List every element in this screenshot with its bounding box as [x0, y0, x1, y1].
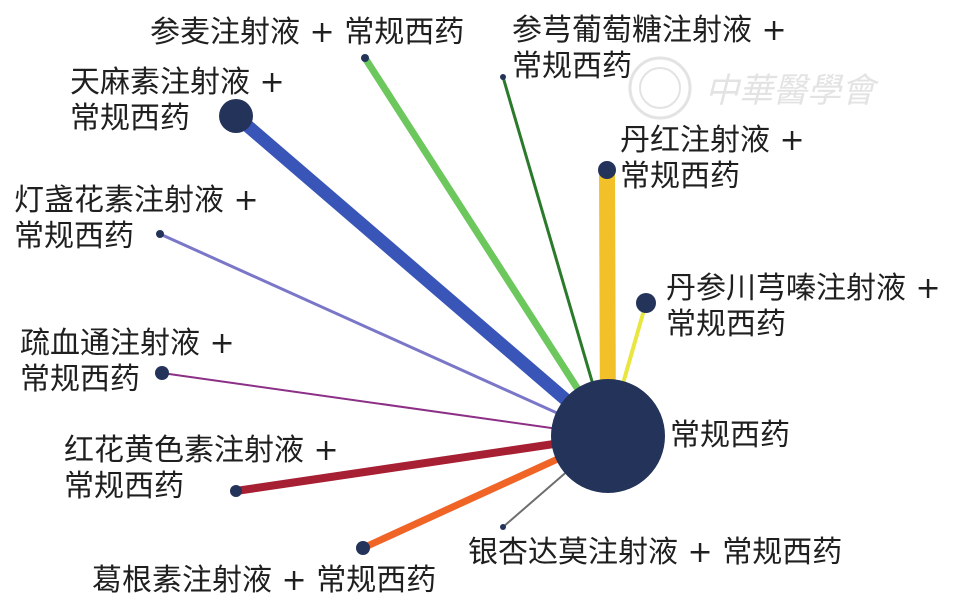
- watermark-seal-inner-icon: [639, 67, 681, 109]
- node-yinxing: [500, 524, 506, 530]
- label-tianma: 天麻素注射液 + 常规西药: [70, 65, 294, 136]
- label-danshen-line2: 常规西药: [666, 307, 786, 342]
- watermark-seal-icon: [628, 56, 692, 120]
- edge-shenmai: [362, 56, 611, 438]
- node-danshen: [636, 293, 656, 313]
- node-honghua: [230, 485, 242, 497]
- node-shenmai: [361, 54, 369, 62]
- label-honghua-line1: 红花黄色素注射液 +: [64, 433, 339, 468]
- node-danhong: [598, 161, 616, 179]
- node-dengzhan: [156, 230, 164, 238]
- label-dengzhan-line2: 常规西药: [14, 219, 134, 254]
- label-shuxuetong: 疏血通注射液 + 常规西药: [20, 326, 244, 397]
- label-danshen-line1: 丹参川芎嗪注射液 +: [666, 271, 941, 306]
- label-danhong: 丹红注射液 + 常规西药: [620, 123, 814, 194]
- node-group: [155, 54, 665, 555]
- label-shuxuetong-line2: 常规西药: [20, 362, 140, 397]
- label-yinxing: 银杏达莫注射液 + 常规西药: [468, 535, 842, 570]
- label-honghua-line2: 常规西药: [64, 469, 184, 504]
- label-tianma-line1: 天麻素注射液 +: [70, 65, 285, 100]
- label-gegen: 葛根素注射液 + 常规西药: [92, 563, 436, 598]
- edge-dengzhan: [159, 232, 609, 438]
- label-shenxiong-line2: 常规西药: [512, 49, 632, 84]
- edge-shenxiong: [501, 76, 610, 437]
- label-shenxiong: 参芎葡萄糖注射液 + 常规西药: [512, 13, 796, 84]
- label-group: 常规西药 天麻素注射液 + 常规西药 参麦注射液 + 常规西药 参芎葡萄糖注射液…: [14, 13, 950, 598]
- label-gegen-line1: 葛根素注射液 + 常规西药: [92, 563, 436, 598]
- label-danhong-line2: 常规西药: [620, 159, 740, 194]
- node-shuxuetong: [155, 366, 169, 380]
- watermark: 中華醫學會: [628, 56, 880, 120]
- label-shenmai-line1: 参麦注射液 + 常规西药: [150, 15, 464, 50]
- node-shenxiong: [500, 74, 506, 80]
- label-honghua: 红花黄色素注射液 + 常规西药: [64, 433, 348, 504]
- label-hub: 常规西药: [670, 418, 790, 453]
- edge-tianma: [231, 111, 613, 441]
- label-dengzhan-line1: 灯盏花素注射液 +: [14, 183, 259, 218]
- label-shuxuetong-line1: 疏血通注射液 +: [20, 326, 235, 361]
- label-danshen: 丹参川芎嗪注射液 + 常规西药: [666, 271, 950, 342]
- edge-honghua: [235, 432, 609, 495]
- label-yinxing-line1: 银杏达莫注射液 + 常规西药: [468, 535, 842, 570]
- label-shenxiong-line1: 参芎葡萄糖注射液 +: [512, 13, 787, 48]
- node-hub: [551, 379, 665, 493]
- label-danhong-line1: 丹红注射液 +: [620, 123, 805, 158]
- node-gegen: [356, 541, 370, 555]
- label-dengzhan: 灯盏花素注射液 + 常规西药: [14, 183, 268, 254]
- node-tianma: [219, 99, 253, 133]
- label-shenmai: 参麦注射液 + 常规西药: [150, 15, 464, 50]
- edge-shuxuetong: [161, 372, 609, 437]
- watermark-text: 中華醫學會: [705, 71, 880, 111]
- label-tianma-line2: 常规西药: [70, 101, 190, 136]
